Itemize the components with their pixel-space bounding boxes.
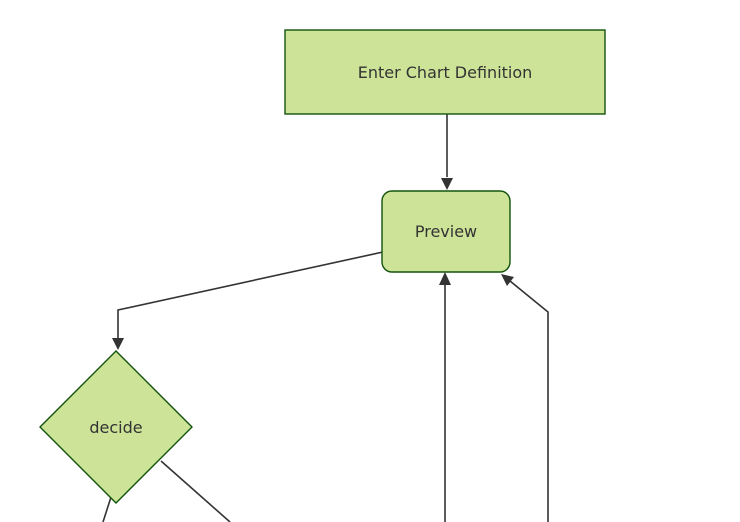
node-decide: decide	[39, 350, 193, 504]
node-enter-chart-definition: Enter Chart Definition	[284, 29, 606, 115]
edge-line	[117, 251, 384, 338]
arrowhead-up-left-icon	[501, 274, 514, 286]
edge-decide-down-right	[160, 460, 231, 522]
edge-line	[160, 460, 231, 522]
node-preview: Preview	[381, 190, 511, 273]
arrowhead-down-icon	[112, 338, 124, 350]
edge-enter-to-preview	[441, 114, 453, 190]
diamond-node-shape	[39, 350, 193, 504]
edge-decide-down-left	[102, 493, 113, 522]
rounded-rectangle-node-shape	[381, 190, 511, 273]
arrowhead-down-icon	[441, 178, 453, 190]
edge-line	[102, 493, 113, 522]
rectangle-node-shape	[284, 29, 606, 115]
arrowhead-up-icon	[439, 272, 451, 285]
edge-line	[509, 280, 549, 522]
edge-bottom-to-preview	[439, 272, 451, 522]
edge-bottom-right-to-preview	[501, 274, 549, 522]
edge-preview-to-decide	[112, 251, 384, 350]
node-label: Enter Chart Definition	[358, 63, 533, 82]
node-label: Preview	[415, 222, 477, 241]
node-label: decide	[89, 418, 142, 437]
